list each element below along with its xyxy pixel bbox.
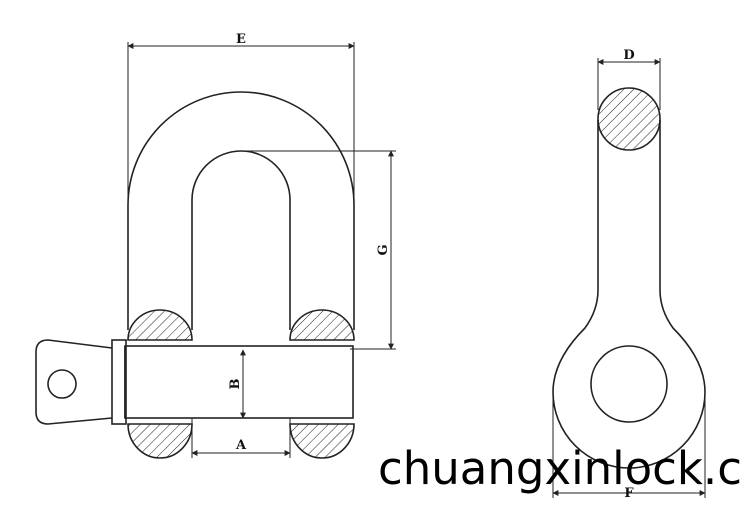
section-top-left	[127, 309, 193, 341]
side-eye-hole	[590, 345, 668, 423]
dimension-a: A	[191, 418, 291, 458]
dimension-e: E	[127, 32, 355, 200]
dimension-f: F	[552, 392, 706, 501]
watermark-text: chuangxinlock.c	[378, 442, 742, 495]
shackle-outer-bow	[127, 91, 355, 330]
pin-ear	[35, 339, 113, 425]
section-top-right	[289, 309, 355, 341]
pin-ear-hole	[47, 369, 77, 399]
label-g: G	[376, 244, 391, 255]
side-section-top	[597, 87, 661, 151]
dimension-d: D	[597, 48, 661, 110]
section-bottom-right	[289, 423, 355, 459]
label-a: A	[235, 438, 247, 453]
dimension-b: B	[228, 349, 246, 419]
dimension-g: G	[240, 150, 396, 350]
label-e: E	[236, 32, 246, 47]
shackle-inner-bow	[191, 150, 291, 330]
pin-collar	[111, 339, 127, 425]
side-view: D F	[552, 48, 706, 501]
label-d: D	[623, 48, 634, 63]
label-f: F	[624, 486, 634, 501]
label-b: B	[228, 379, 243, 390]
front-view: E G B A	[35, 32, 396, 459]
side-body-outline	[552, 120, 706, 469]
section-bottom-left	[127, 423, 193, 459]
